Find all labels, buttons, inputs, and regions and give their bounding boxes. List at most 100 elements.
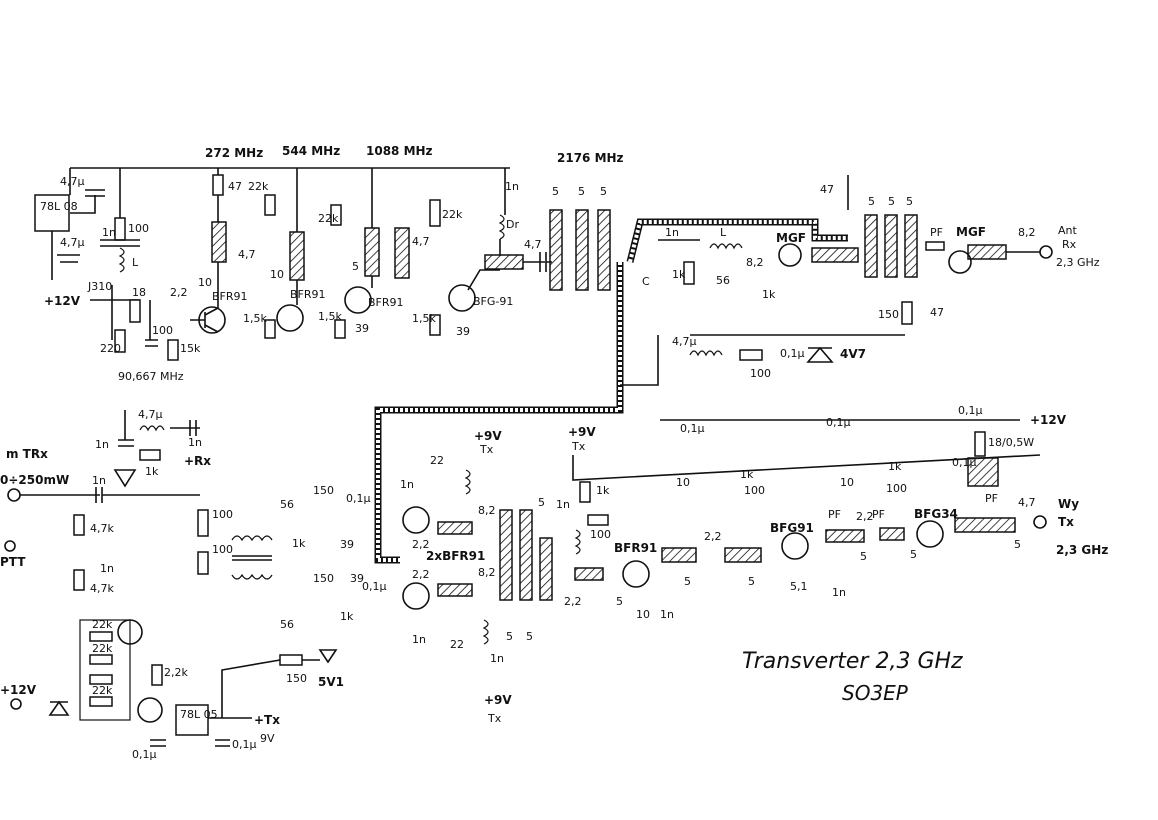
svg-text:47: 47 bbox=[228, 180, 242, 193]
plus9v-tx-b-2: Tx bbox=[487, 712, 502, 725]
svg-text:2,2: 2,2 bbox=[704, 530, 722, 543]
svg-text:5: 5 bbox=[616, 595, 623, 608]
svg-text:5: 5 bbox=[860, 550, 867, 563]
svg-text:1,5k: 1,5k bbox=[243, 312, 267, 325]
svg-text:2xBFR91: 2xBFR91 bbox=[426, 549, 485, 563]
svg-text:0,1μ: 0,1μ bbox=[680, 422, 705, 435]
svg-text:47: 47 bbox=[820, 183, 834, 196]
svg-text:0,1μ: 0,1μ bbox=[780, 347, 805, 360]
svg-text:10: 10 bbox=[840, 476, 854, 489]
svg-text:4,7μ: 4,7μ bbox=[672, 335, 697, 348]
supply-12v-right-label: +12V bbox=[1030, 413, 1067, 427]
svg-text:2,2: 2,2 bbox=[856, 510, 874, 523]
svg-text:100: 100 bbox=[152, 324, 173, 337]
svg-text:0,1μ: 0,1μ bbox=[232, 738, 257, 751]
svg-text:8,2: 8,2 bbox=[478, 566, 496, 579]
svg-text:100: 100 bbox=[750, 367, 771, 380]
svg-text:2,2: 2,2 bbox=[170, 286, 188, 299]
svg-text:5: 5 bbox=[868, 195, 875, 208]
svg-text:100: 100 bbox=[128, 222, 149, 235]
svg-text:PF: PF bbox=[828, 508, 841, 521]
svg-text:4,7k: 4,7k bbox=[90, 522, 114, 535]
supply-12v-left-label: +12V bbox=[0, 683, 37, 697]
res-18-label: 18/0,5W bbox=[988, 436, 1034, 449]
svg-text:5: 5 bbox=[888, 195, 895, 208]
svg-text:5: 5 bbox=[506, 630, 513, 643]
svg-text:1k: 1k bbox=[762, 288, 776, 301]
svg-text:2,2: 2,2 bbox=[412, 538, 430, 551]
rx-chain: 1n L 1k 56 8,2 MGF 1k 47 5 5 5 PF MGF 8,… bbox=[620, 175, 1100, 386]
svg-text:5: 5 bbox=[906, 195, 913, 208]
mixer-2xbfr91: 2xBFR91 2,2 2,2 1n 22 22 1n +9V Tx 8,2 8… bbox=[400, 429, 553, 725]
stage4-bfg91: BFG-91 39 Dr 1n bbox=[448, 168, 519, 338]
svg-text:56: 56 bbox=[280, 498, 294, 511]
svg-text:5: 5 bbox=[538, 496, 545, 509]
svg-text:39: 39 bbox=[350, 572, 364, 585]
svg-text:5: 5 bbox=[352, 260, 359, 273]
svg-text:100: 100 bbox=[744, 484, 765, 497]
svg-text:1n: 1n bbox=[832, 586, 846, 599]
svg-text:22k: 22k bbox=[442, 208, 463, 221]
crystal-freq-label: 90,667 MHz bbox=[118, 370, 184, 383]
ant-rx-label-3: 2,3 GHz bbox=[1056, 256, 1100, 269]
freq-2176-label: 2176 MHz bbox=[557, 151, 624, 165]
svg-text:150: 150 bbox=[313, 484, 334, 497]
wy-tx-label-3: 2,3 GHz bbox=[1056, 543, 1108, 557]
regulator-78l08: 78L 08 bbox=[34, 194, 78, 232]
tx-chain: +9V Tx 1k 1n 100 2,2 BFR91 5 10 1n 5 2,2… bbox=[556, 404, 1108, 621]
svg-text:8,2: 8,2 bbox=[746, 256, 764, 269]
svg-text:1,5k: 1,5k bbox=[318, 310, 342, 323]
svg-text:PF: PF bbox=[985, 492, 998, 505]
svg-text:10: 10 bbox=[636, 608, 650, 621]
ant-rx-label-1: Ant bbox=[1058, 224, 1077, 237]
plus-tx-label: +Tx bbox=[254, 713, 280, 727]
tx-9v-label: 9V bbox=[260, 732, 275, 745]
svg-text:5: 5 bbox=[1014, 538, 1021, 551]
svg-text:39: 39 bbox=[355, 322, 369, 335]
svg-text:1n: 1n bbox=[92, 474, 106, 487]
svg-text:1k: 1k bbox=[340, 610, 354, 623]
svg-text:BFR91: BFR91 bbox=[368, 296, 404, 309]
svg-text:10: 10 bbox=[198, 276, 212, 289]
svg-text:BFG34: BFG34 bbox=[914, 507, 958, 521]
svg-text:1k: 1k bbox=[596, 484, 610, 497]
stage2-bfr91: BFR91 10 22k 1,5k bbox=[243, 168, 326, 339]
mgf1-label: MGF bbox=[776, 231, 806, 245]
svg-text:5: 5 bbox=[748, 575, 755, 588]
svg-text:1k: 1k bbox=[672, 268, 686, 281]
svg-text:4,7μ: 4,7μ bbox=[60, 236, 85, 249]
lo-chain: 78L 08 4,7μ 4,7μ +12V J310 100 L 1n 220 … bbox=[34, 144, 650, 383]
svg-text:2,2: 2,2 bbox=[412, 568, 430, 581]
svg-text:Dr: Dr bbox=[506, 218, 519, 231]
svg-text:1n: 1n bbox=[412, 633, 426, 646]
plus-rx-label: +Rx bbox=[184, 454, 211, 468]
svg-text:18: 18 bbox=[132, 286, 146, 299]
svg-text:100: 100 bbox=[886, 482, 907, 495]
svg-text:39: 39 bbox=[340, 538, 354, 551]
svg-text:5: 5 bbox=[526, 630, 533, 643]
coax-route bbox=[374, 218, 848, 564]
svg-text:5,1: 5,1 bbox=[790, 580, 808, 593]
svg-text:0,1μ: 0,1μ bbox=[346, 492, 371, 505]
svg-text:5: 5 bbox=[552, 185, 559, 198]
svg-text:L: L bbox=[720, 226, 727, 239]
svg-text:8,2: 8,2 bbox=[478, 504, 496, 517]
svg-text:1n: 1n bbox=[665, 226, 679, 239]
svg-text:22k: 22k bbox=[92, 618, 113, 631]
plus9v-tx-c-1: +9V bbox=[568, 425, 596, 439]
svg-text:100: 100 bbox=[212, 543, 233, 556]
ant-rx-label-2: Rx bbox=[1062, 238, 1077, 251]
svg-text:1n: 1n bbox=[505, 180, 519, 193]
freq-1088-label: 1088 MHz bbox=[366, 144, 433, 158]
svg-text:2,2k: 2,2k bbox=[164, 666, 188, 679]
svg-text:BFG-91: BFG-91 bbox=[473, 295, 513, 308]
zener-4v7-label: 4V7 bbox=[840, 347, 866, 361]
svg-text:C: C bbox=[642, 275, 650, 288]
regulator-78l08-line1: 78L 08 bbox=[40, 200, 78, 213]
svg-text:56: 56 bbox=[280, 618, 294, 631]
svg-text:1,5k: 1,5k bbox=[412, 312, 436, 325]
if-switching-section: 4,7μ 1n 1n 1k +Rx m TRx 0÷250mW 1n PTT 4… bbox=[0, 408, 387, 761]
svg-text:1k: 1k bbox=[888, 460, 902, 473]
svg-text:22k: 22k bbox=[248, 180, 269, 193]
diagram-title: Transverter 2,3 GHz bbox=[742, 649, 963, 674]
